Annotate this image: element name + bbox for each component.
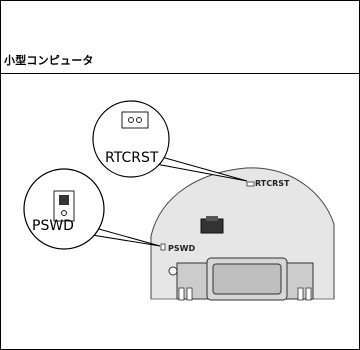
section-title: 小型コンピュータ [4, 54, 94, 67]
parallel-connector [176, 257, 314, 301]
mounting-hole [168, 266, 178, 276]
jumper-diagram: RTCRST PSWD RTCRST [23, 100, 335, 301]
rtcrst-jumper-large [121, 111, 149, 129]
pswd-jumper [160, 243, 166, 251]
board-label-rtcrst: RTCRST [255, 179, 290, 188]
title-cell: 小型コンピュータ [1, 1, 359, 74]
callout-label-pswd: PSWD [32, 218, 74, 234]
pswd-callout: PSWD [23, 168, 161, 250]
rtcrst-jumper [246, 181, 255, 187]
callout-label-rtcrst: RTCRST [105, 150, 159, 166]
rtcrst-callout: RTCRST [92, 100, 248, 182]
motherboard-figure: RTCRST PSWD RTCRST [1, 74, 359, 349]
board-label-pswd: PSWD [168, 244, 195, 253]
center-jumper [200, 216, 224, 234]
